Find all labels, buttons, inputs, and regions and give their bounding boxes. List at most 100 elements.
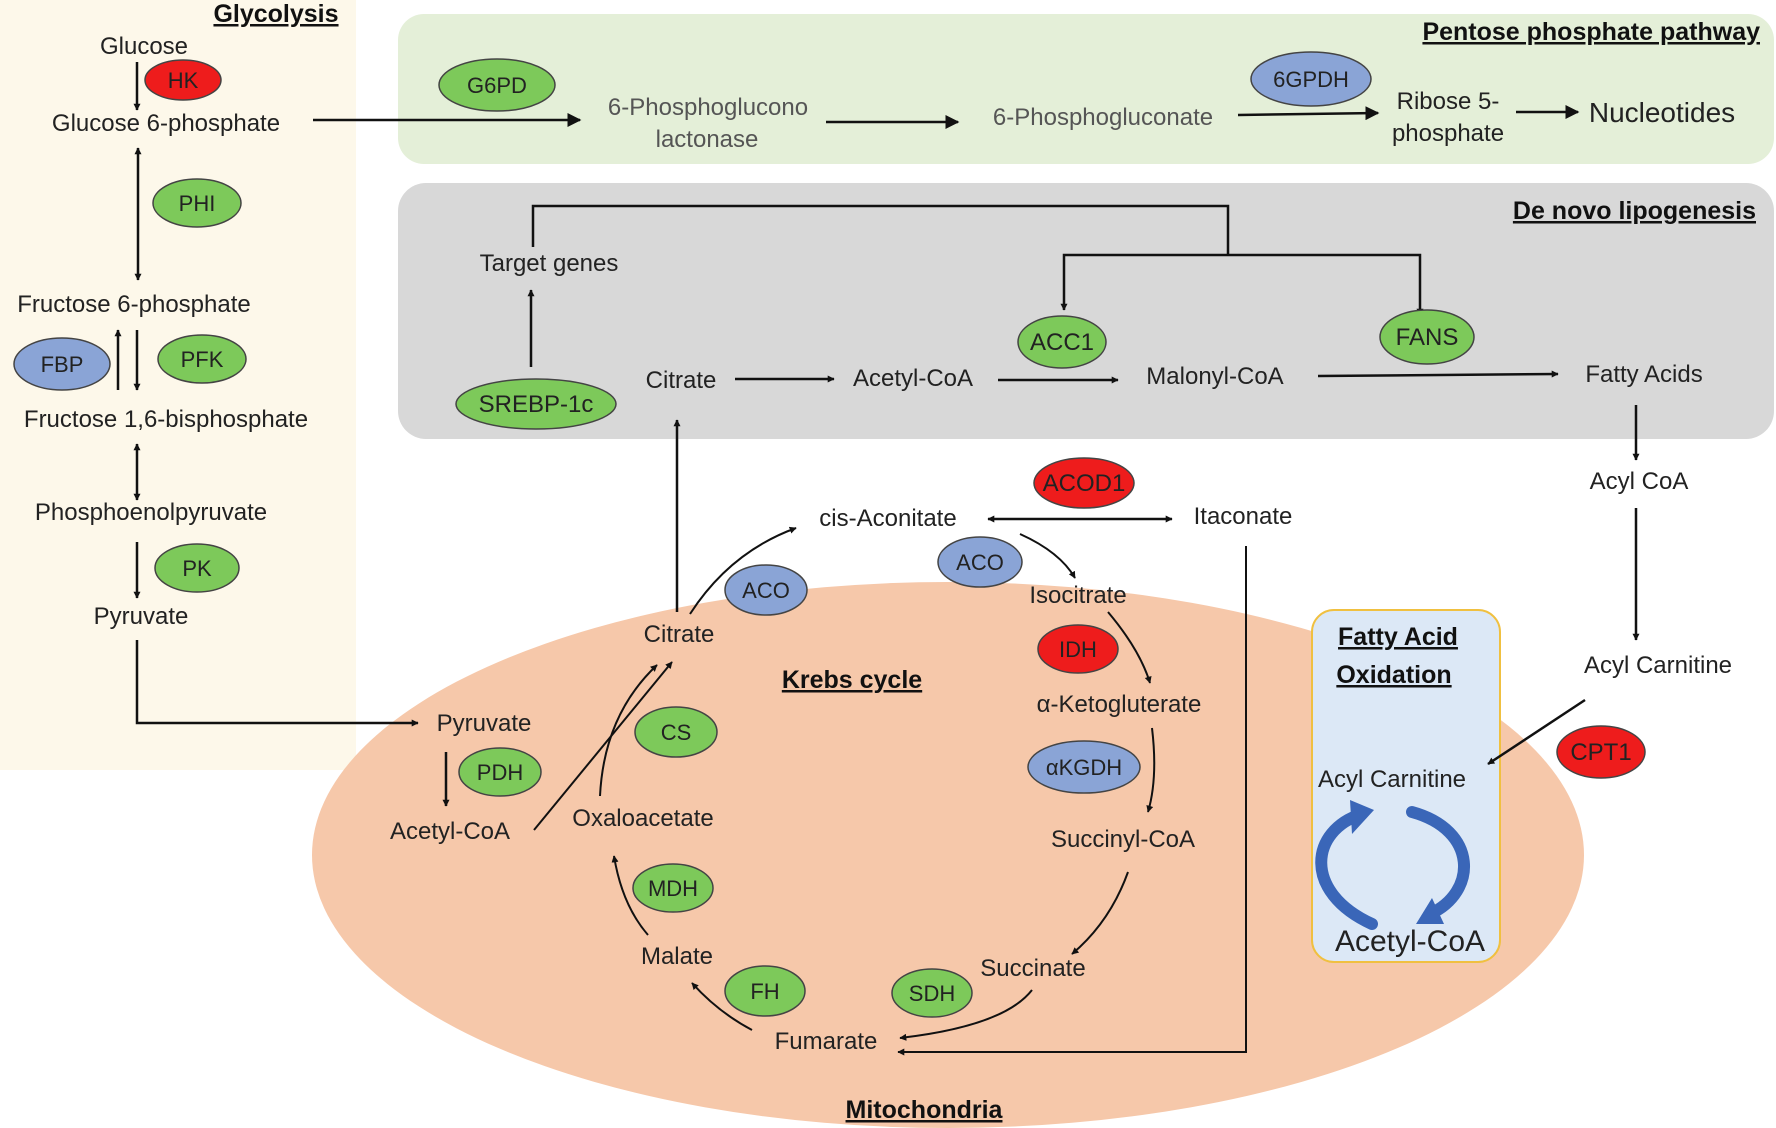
akgdh-enzyme	[1027, 740, 1141, 794]
fans-enzyme-label: FANS	[1396, 324, 1459, 351]
pfk-enzyme	[157, 334, 247, 384]
lipogenesis-title: De novo lipogenesis	[1513, 197, 1756, 225]
arrow-to-fans	[1228, 253, 1424, 316]
arrow-isocitrate-akg	[1107, 611, 1152, 684]
arrow-to-acc1	[1060, 253, 1228, 311]
g6pd-enzyme-label: G6PD	[467, 73, 527, 98]
acc1-enzyme-label: ACC1	[1030, 329, 1094, 356]
acod1-enzyme	[1033, 457, 1135, 509]
mdh-enzyme	[632, 863, 714, 913]
beta-oxidation-cycle-left-arrow	[1315, 808, 1378, 930]
malate-label: Malate	[641, 943, 713, 970]
cs-enzyme	[634, 706, 718, 758]
succinate-label: Succinate	[980, 955, 1085, 982]
acyl-carnitine-label: Acyl Carnitine	[1584, 652, 1732, 679]
alpha-ketogluterate-label: α-Ketogluterate	[1037, 691, 1202, 718]
pyruvate-label: Pyruvate	[94, 603, 189, 630]
mdh-enzyme-label: MDH	[648, 876, 698, 901]
phosphoenolpyruvate-label: Phosphoenolpyruvate	[35, 499, 267, 526]
akgdh-enzyme-label: αKGDH	[1046, 755, 1122, 780]
aco-enzyme-1-label: ACO	[742, 578, 790, 603]
acod1-enzyme-label: ACOD1	[1043, 470, 1126, 497]
fao-title-line2: Oxidation	[1336, 661, 1451, 689]
arrow-cisaconitate-isocitrate	[1019, 533, 1076, 579]
fbp-enzyme	[13, 337, 111, 391]
hk-enzyme	[144, 59, 222, 101]
pentose-title: Pentose phosphate pathway	[1422, 18, 1760, 46]
itaconate-label: Itaconate	[1194, 503, 1293, 530]
6gpdh-enzyme	[1250, 51, 1372, 107]
arrow-acylcarnitine-fao	[1487, 698, 1586, 766]
arrow-oxaloacetate-citrate	[599, 664, 658, 797]
phosphogluconate-label: 6-Phosphogluconate	[993, 104, 1213, 131]
fans-enzyme	[1379, 309, 1475, 365]
sdh-enzyme	[891, 968, 973, 1018]
pdh-enzyme	[458, 747, 542, 797]
fh-enzyme	[724, 965, 806, 1017]
phi-enzyme	[152, 178, 242, 228]
fumarate-label: Fumarate	[775, 1028, 878, 1055]
fructose-1-6-bisphosphate-label: Fructose 1,6-bisphosphate	[24, 406, 308, 433]
beta-oxidation-cycle-left-head	[1350, 800, 1374, 834]
acyl-coa-label: Acyl CoA	[1590, 468, 1689, 495]
acetyl-coa-big-label: Acetyl-CoA	[1335, 925, 1485, 958]
krebs-title: Krebs cycle	[782, 666, 922, 694]
fatty-acid-oxidation-box	[1311, 609, 1501, 963]
acc1-enzyme	[1017, 315, 1107, 369]
cpt1-enzyme	[1556, 725, 1646, 779]
ribose-5-phosphate-label-2: phosphate	[1392, 120, 1504, 147]
succinyl-coa-label: Succinyl-CoA	[1051, 826, 1195, 853]
aco-enzyme-2	[937, 536, 1023, 588]
arrow-succinylcoa-succinate	[1071, 871, 1129, 955]
citrate-lipo-label: Citrate	[646, 367, 717, 394]
acetyl-coa-mito-label: Acetyl-CoA	[390, 818, 510, 845]
pyruvate-mito-label: Pyruvate	[437, 710, 532, 737]
srebp-1c-enzyme	[455, 378, 617, 430]
arrow-fumarate-malate	[691, 982, 753, 1031]
fatty-acids-label: Fatty Acids	[1585, 361, 1702, 388]
beta-oxidation-cycle-right-head	[1416, 898, 1444, 924]
nucleotides-label: Nucleotides	[1589, 97, 1735, 128]
fh-enzyme-label: FH	[750, 979, 779, 1004]
pfk-enzyme-label: PFK	[181, 347, 224, 372]
pdh-enzyme-label: PDH	[477, 760, 523, 785]
cpt1-enzyme-label: CPT1	[1570, 739, 1631, 766]
arrow-pyruvate-mito	[135, 640, 419, 727]
citrate-mito-label: Citrate	[644, 621, 715, 648]
acyl-carnitine-inner-label: Acyl Carnitine	[1318, 766, 1466, 793]
glucose-label: Glucose	[100, 33, 188, 60]
arrow-akg-succinylcoa	[1146, 727, 1156, 813]
phosphoglucono-lactonase-label-1: 6-Phosphoglucono	[608, 94, 808, 121]
arrow-malate-oxaloacetate	[611, 855, 649, 936]
hk-enzyme-label: HK	[168, 68, 199, 93]
idh-enzyme-label: IDH	[1059, 637, 1097, 662]
arrow-succinate-fumarate	[899, 989, 1033, 1041]
idh-enzyme	[1037, 624, 1119, 674]
acetyl-coa-lipo-label: Acetyl-CoA	[853, 365, 973, 392]
isocitrate-label: Isocitrate	[1029, 582, 1126, 609]
glucose-6-phosphate-label: Glucose 6-phosphate	[52, 110, 280, 137]
glycolysis-title: Glycolysis	[213, 0, 338, 28]
ribose-5-phosphate-label-1: Ribose 5-	[1397, 88, 1500, 115]
beta-oxidation-cycle-right-arrow	[1406, 806, 1470, 920]
pk-enzyme-label: PK	[182, 556, 212, 581]
srebp-feedback-line	[531, 204, 1230, 255]
arrow-itaconate-fumarate	[897, 546, 1247, 1056]
6gpdh-enzyme-label: 6GPDH	[1273, 67, 1349, 92]
fao-title-line1: Fatty Acid	[1338, 623, 1458, 651]
cs-enzyme-label: CS	[661, 720, 692, 745]
arrow-acetylcoa-citrate	[533, 661, 673, 831]
pentose-region	[398, 14, 1774, 164]
phosphoglucono-lactonase-label-2: lactonase	[656, 126, 759, 153]
arrow-malonylcoa-fattyacids	[1317, 370, 1559, 378]
srebp-1c-enzyme-label: SREBP-1c	[479, 391, 594, 418]
fructose-6-phosphate-label: Fructose 6-phosphate	[17, 291, 250, 318]
g6pd-enzyme	[438, 58, 556, 112]
malonyl-coa-label: Malonyl-CoA	[1146, 363, 1283, 390]
arrow-citrate-cisaconitate	[689, 526, 797, 615]
fbp-enzyme-label: FBP	[41, 352, 84, 377]
aco-enzyme-1	[724, 564, 808, 616]
oxaloacetate-label: Oxaloacetate	[572, 805, 713, 832]
mitochondria-region	[312, 582, 1584, 1128]
